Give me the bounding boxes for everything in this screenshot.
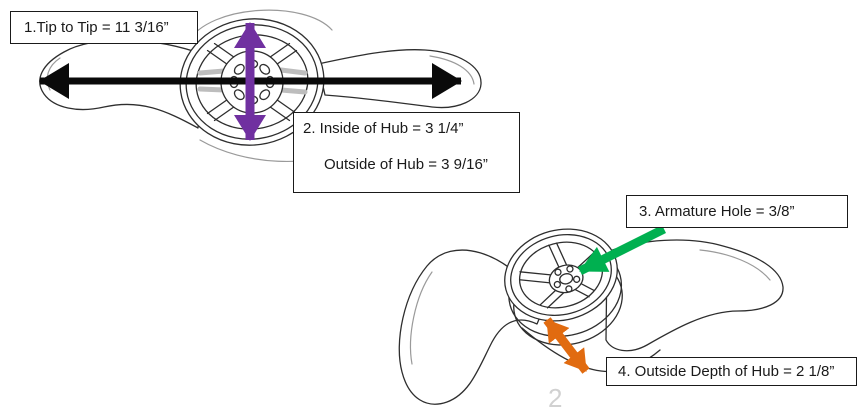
propeller-perspective-view: 2 xyxy=(398,228,784,409)
tip-to-tip-callout: 1.Tip to Tip = 11 3/16” xyxy=(10,11,198,44)
faint-watermark: 2 xyxy=(548,383,562,409)
inside-of-hub-label: 2. Inside of Hub = 3 1/4” xyxy=(303,120,464,137)
tip-to-tip-label: 1.Tip to Tip = 11 3/16” xyxy=(24,19,169,36)
outside-of-hub-label: Outside of Hub = 3 9/16” xyxy=(324,156,488,173)
armature-hole-label: 3. Armature Hole = 3/8” xyxy=(639,203,795,220)
armature-hole-callout: 3. Armature Hole = 3/8” xyxy=(626,195,848,228)
hub-depth-arrow xyxy=(543,317,590,374)
hub-depth-callout: 4. Outside Depth of Hub = 2 1/8” xyxy=(606,357,857,386)
hub-diameter-callout: 2. Inside of Hub = 3 1/4” Outside of Hub… xyxy=(293,112,520,193)
armature-hole-arrow xyxy=(577,224,667,276)
hub-depth-label: 4. Outside Depth of Hub = 2 1/8” xyxy=(618,363,835,380)
